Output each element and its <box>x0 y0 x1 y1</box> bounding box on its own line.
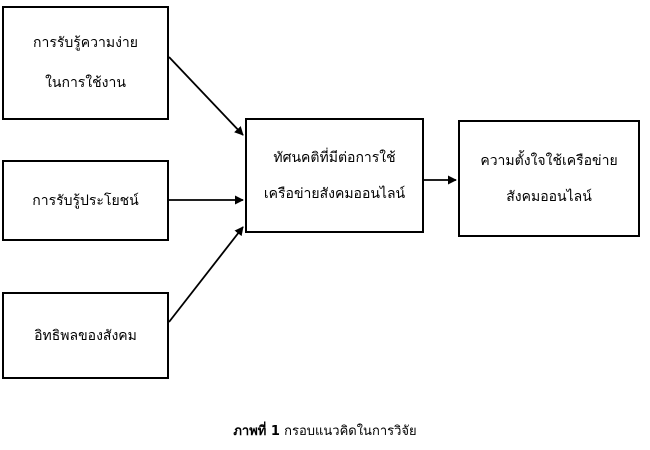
node-label-line: การรับรู้ความง่าย <box>33 35 138 51</box>
node-social-influence: อิทธิพลของสังคม <box>2 292 169 379</box>
node-label-line: เครือข่ายสังคมออนไลน์ <box>263 185 406 202</box>
node-label-line: ในการใช้งาน <box>45 75 126 91</box>
node-label-line: ความตั้งใจใช้เครือข่าย <box>480 152 618 169</box>
node-label-line: อิทธิพลของสังคม <box>34 327 137 344</box>
node-label-line: การรับรู้ประโยชน์ <box>32 192 139 209</box>
arrow-ease-to-attitude <box>168 56 244 136</box>
node-perceived-ease-of-use: การรับรู้ความง่าย ในการใช้งาน <box>2 6 169 120</box>
node-perceived-usefulness: การรับรู้ประโยชน์ <box>2 160 169 241</box>
node-label-line: ทัศนคติที่มีต่อการใช้ <box>273 149 396 166</box>
figure-caption: ภาพที่ 1 กรอบแนวคิดในการวิจัย <box>0 423 650 441</box>
arrow-social-to-attitude <box>168 226 244 323</box>
node-intention: ความตั้งใจใช้เครือข่าย สังคมออนไลน์ <box>458 120 640 237</box>
node-label-line: สังคมออนไลน์ <box>506 188 592 205</box>
figure-caption-text: กรอบแนวคิดในการวิจัย <box>284 424 417 439</box>
node-attitude: ทัศนคติที่มีต่อการใช้ เครือข่ายสังคมออนไ… <box>245 118 424 233</box>
figure-caption-label: ภาพที่ 1 <box>233 424 280 439</box>
